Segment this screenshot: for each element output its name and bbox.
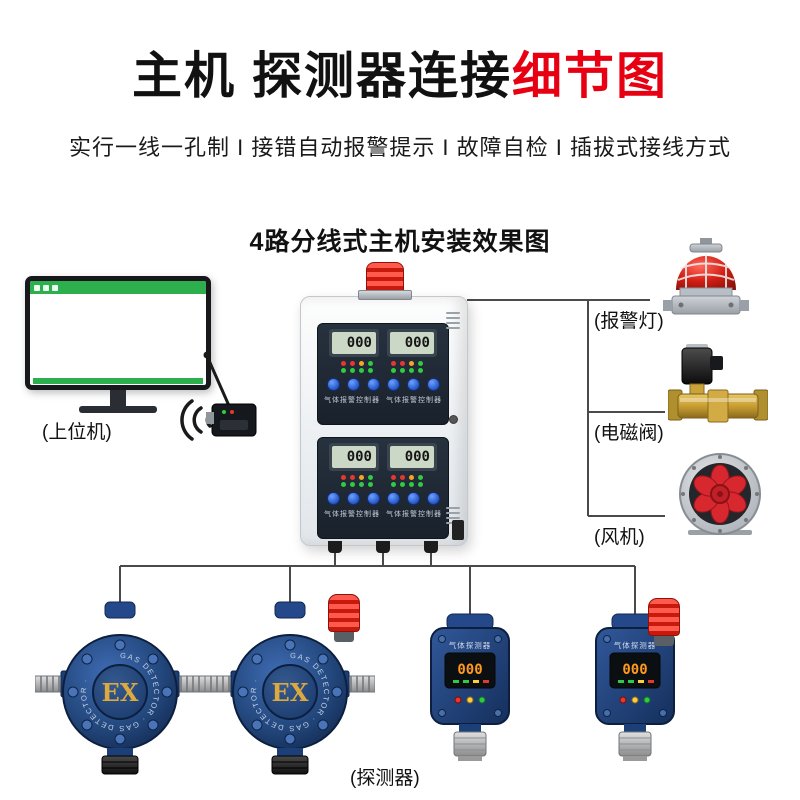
gas-detector-ex-1: GAS DETECTOR · GAS DETECTOR · EX <box>35 601 205 775</box>
monitor-base <box>79 406 157 413</box>
panel-buttons[interactable] <box>318 492 448 505</box>
solenoid-valve <box>668 344 768 423</box>
detector-body-label: 气体探测器 <box>449 640 492 650</box>
panel-caption: 气体报警控制器 <box>386 397 442 404</box>
toolbar-dot <box>34 284 40 291</box>
detector-body-label: 气体探测器 <box>614 640 657 650</box>
controller-panel-2: 000 000 气体报警控制器 气体报警控制器 <box>317 437 449 539</box>
sensor-head <box>271 755 309 775</box>
dome-cage <box>677 254 735 290</box>
detector-alarm-horn <box>648 598 680 646</box>
panel-caption: 气体报警控制器 <box>386 511 442 518</box>
software-channel-grid <box>33 297 203 375</box>
sensor-head <box>101 755 139 775</box>
controller-panel-1: 000 000 气体报警控制器 气体报警控制器 <box>317 323 449 425</box>
gas-alarm-controller: 000 000 气体报警控制器 气体报警控制器 <box>300 296 468 546</box>
cable-gland <box>376 541 390 553</box>
antenna-tip <box>203 351 211 359</box>
ex-marking: EX <box>102 678 139 707</box>
indicator-lights <box>318 361 448 373</box>
controller-beacon-base <box>358 290 412 300</box>
label-fan: (风机) <box>594 527 645 548</box>
flange-bolts <box>67 639 173 745</box>
toolbar-dot <box>52 284 58 291</box>
gas-detector-display-1: 气体探测器 000 <box>430 613 510 761</box>
panel-buttons[interactable] <box>318 378 448 391</box>
panel-caption: 气体报警控制器 <box>324 511 380 518</box>
detector-alarm-horn <box>328 594 360 642</box>
screen-value: 000 <box>457 662 482 678</box>
ex-marking: EX <box>272 678 309 707</box>
lcd-display: 000 <box>387 329 437 357</box>
panel-caption: 气体报警控制器 <box>324 397 380 404</box>
software-toolbar <box>30 281 206 294</box>
lcd-display: 000 <box>329 329 379 357</box>
title-main: 主机 探测器连接 <box>132 48 512 104</box>
page-title: 主机 探测器连接细节图 <box>0 36 800 108</box>
title-accent: 细节图 <box>511 48 668 104</box>
indicator-lights <box>318 475 448 487</box>
label-detector: (探测器) <box>350 768 420 789</box>
valve-coil <box>681 347 713 385</box>
lcd-display: 000 <box>387 443 437 471</box>
subtitle: 实行一线一孔制 I 接错自动报警提示 I 故障自检 I 插拔式接线方式 <box>68 135 731 160</box>
section-title: 4路分线式主机安装效果图 <box>249 228 551 256</box>
detector-screen <box>444 652 496 689</box>
cable-gland <box>328 541 342 553</box>
vent-slots <box>446 309 460 332</box>
monitor-stand <box>110 390 126 406</box>
lock-keyhole[interactable] <box>449 415 458 424</box>
label-solenoid-valve: (电磁阀) <box>594 423 664 444</box>
software-statusbar <box>33 378 203 384</box>
lcd-display: 000 <box>329 443 379 471</box>
gas-detector-ex-2: GAS DETECTOR · GAS DETECTOR · EX <box>205 601 375 775</box>
toolbar-dot <box>43 284 49 291</box>
label-alarm-light: (报警灯) <box>594 311 664 332</box>
flange-bolts <box>237 639 343 745</box>
label-host-computer: (上位机) <box>42 422 112 443</box>
alarm-light <box>663 238 749 315</box>
power-switch[interactable] <box>452 520 464 540</box>
cable-gland <box>424 541 438 553</box>
host-computer-monitor <box>25 276 211 413</box>
detector-screen <box>609 652 661 689</box>
screen-value: 000 <box>622 662 647 678</box>
gas-detector-display-2: 气体探测器 000 <box>595 613 675 761</box>
exhaust-fan <box>679 453 761 535</box>
wireless-transmitter-module <box>203 351 257 437</box>
monitor-screen <box>25 276 211 390</box>
